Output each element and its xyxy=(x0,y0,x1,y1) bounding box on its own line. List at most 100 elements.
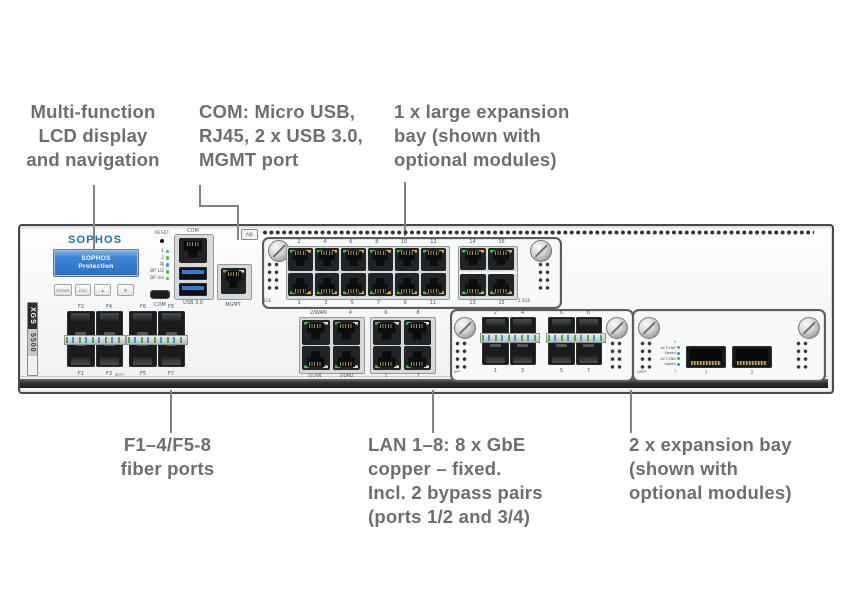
led-label: 1 xyxy=(161,248,164,254)
text-line: F1–4/F5-8 xyxy=(123,434,212,455)
rj45-port xyxy=(302,346,330,370)
up-arrow-button: ▲ xyxy=(94,284,111,296)
text-line: 13 xyxy=(469,300,476,306)
led-indicator xyxy=(677,357,680,361)
text-line: MGMT port xyxy=(199,149,299,170)
sfp-cage xyxy=(157,311,185,338)
led-row: 2 xyxy=(142,255,169,262)
text-line: 5 xyxy=(384,374,388,379)
rj45-port xyxy=(314,273,340,296)
text-line: 7 xyxy=(586,368,591,374)
led-row: 1 xyxy=(142,248,169,255)
fiber-row xyxy=(129,311,185,338)
text-line: (ports 1/2 and 3/4) xyxy=(368,506,531,527)
speed-tag-right: 2.5GE xyxy=(518,298,530,303)
vent-holes xyxy=(640,341,653,372)
speed-tag-left: 1GE xyxy=(263,298,272,303)
sfp-cage xyxy=(575,342,602,365)
text-line: RJ45, 2 x USB 3.0, xyxy=(199,125,364,146)
text-line: copper – fixed. xyxy=(368,458,502,479)
rj45-port xyxy=(488,274,514,296)
leader-line-com-2 xyxy=(199,205,239,207)
esc-button: ESC xyxy=(75,284,91,296)
text-line: 14 xyxy=(469,239,476,245)
led-label: 2 xyxy=(161,255,164,261)
rj45-port xyxy=(288,273,313,296)
leader-line-com-3 xyxy=(237,205,239,240)
rj45-port xyxy=(403,320,431,345)
rj45-port xyxy=(460,248,486,270)
text-line: 3 xyxy=(520,368,525,374)
led-row: BP 3/4 xyxy=(142,275,169,282)
port-row xyxy=(460,274,514,296)
led-indicator xyxy=(165,263,169,267)
rj45-port xyxy=(373,346,401,370)
text-line: 5 xyxy=(350,300,354,306)
leader-line-fiber xyxy=(170,390,172,433)
chassis-rail-highlight xyxy=(20,376,828,377)
callout-com-label: COM: Micro USB,RJ45, 2 x USB 3.0,MGMT po… xyxy=(199,100,394,172)
qsfp-port-number: 1 xyxy=(704,370,708,375)
text-line: 4 xyxy=(348,310,352,316)
qsfp-led-num-bottom: 1 xyxy=(674,368,677,373)
rj45-port xyxy=(460,274,486,296)
rj45-port xyxy=(421,273,447,296)
usb3-label: USB 3.0 xyxy=(183,300,203,306)
led-row: BP 1/2 xyxy=(142,268,169,275)
led-row: ACT/LNK xyxy=(652,356,680,362)
text-line: optional modules) xyxy=(394,149,557,170)
model-number: 5500 xyxy=(28,328,37,357)
sfp-cage xyxy=(482,342,509,365)
sfp-cage xyxy=(509,342,536,365)
qsfp-led-num-top: 2 xyxy=(674,339,677,344)
port-row xyxy=(288,248,447,271)
text-line: 2 xyxy=(493,310,498,316)
text-line: F2 xyxy=(77,304,85,310)
text-line: F7 xyxy=(167,371,175,377)
rj45-port xyxy=(302,320,330,345)
text-line: F3 xyxy=(105,371,113,377)
text-line: 10 xyxy=(401,239,408,245)
rj45-port xyxy=(341,248,367,271)
led-row: Speed xyxy=(652,351,680,357)
lcd-display: SOPHOS Protection xyxy=(53,249,139,277)
lcd-line1: SOPHOS xyxy=(81,255,111,262)
text-line: LCD display xyxy=(38,125,148,146)
sfp-cage xyxy=(95,311,123,338)
thumbscrew xyxy=(530,240,552,262)
enter-button: ENTER xyxy=(54,284,72,296)
sfp-row xyxy=(548,342,602,365)
led-label: BP 1/2 xyxy=(150,269,164,275)
usb3-port-2 xyxy=(179,283,207,296)
rj45-port xyxy=(368,273,393,296)
text-line: optional modules) xyxy=(629,482,792,503)
rj45-port xyxy=(421,248,447,271)
text-line: 2 x expansion bay xyxy=(629,434,792,455)
text-line: 12 xyxy=(430,239,437,245)
text-line: 1 x large expansion xyxy=(394,101,570,122)
text-line: LAN 1–8: 8 x GbE xyxy=(368,434,526,455)
leader-line-lcd xyxy=(93,185,95,250)
fiber-led-band xyxy=(126,335,188,345)
lcd-line2: Protection xyxy=(78,263,114,270)
rj45-port xyxy=(394,273,420,296)
text-line: F4 xyxy=(105,304,113,310)
rj45-port xyxy=(314,248,340,271)
led-label: ACT/LNK xyxy=(660,345,676,350)
micro-usb-port xyxy=(150,290,170,299)
leader-line-lan xyxy=(432,390,434,433)
sfp-expansion-module xyxy=(450,309,634,382)
down-arrow-button: ▼ xyxy=(117,284,134,296)
fiber-row xyxy=(67,311,123,338)
rj45-port xyxy=(488,248,514,270)
